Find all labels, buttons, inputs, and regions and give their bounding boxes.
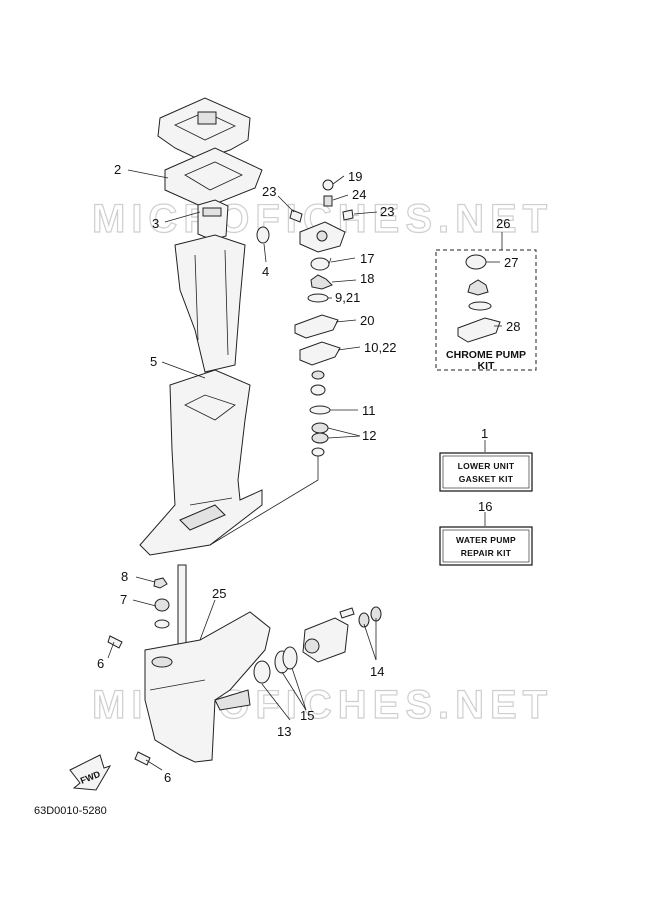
lower-unit-kit-line1: LOWER UNIT — [458, 461, 515, 471]
bolt-19 — [322, 179, 334, 191]
callout-6-upper: 6 — [97, 656, 104, 671]
upper-casing — [174, 234, 246, 373]
gasket-9-21 — [307, 293, 329, 303]
kit-impeller — [467, 279, 489, 296]
lower-unit-gasket-kit-box: LOWER UNIT GASKET KIT — [439, 440, 533, 492]
midsection-casing — [139, 369, 263, 556]
callout-11: 11 — [362, 403, 376, 418]
callout-28: 28 — [506, 319, 520, 334]
callout-26: 26 — [496, 216, 510, 231]
callout-7: 7 — [120, 592, 127, 607]
part-24 — [323, 195, 333, 207]
kit-cartridge-27 — [465, 254, 487, 270]
chrome-pump-kit-box: CHROME PUMP KIT — [435, 249, 537, 372]
bolt-6-upper — [107, 635, 123, 649]
diagram-code: 63D0010-5280 — [34, 805, 107, 817]
bolt-23-right — [342, 209, 354, 221]
callout-15: 15 — [300, 708, 314, 723]
bolt-6-lower — [134, 751, 151, 766]
gearcase — [144, 611, 271, 763]
gasket-13 — [253, 660, 271, 684]
water-pump-kit-line2: REPAIR KIT — [461, 548, 512, 558]
seals-14 — [358, 606, 382, 628]
callout-12: 12 — [362, 428, 376, 443]
callout-4: 4 — [262, 264, 269, 279]
prop-shaft-housing — [302, 617, 349, 663]
chrome-pump-kit-line2: KIT — [478, 360, 496, 372]
callout-23-left: 23 — [262, 184, 276, 199]
o-rings-15 — [274, 646, 298, 674]
gasket-2 — [164, 147, 263, 209]
callout-5: 5 — [150, 354, 157, 369]
bolt-23-left — [289, 209, 303, 223]
callout-20: 20 — [360, 313, 374, 328]
callout-27: 27 — [504, 255, 518, 270]
lower-unit-kit-line2: GASKET KIT — [459, 474, 514, 484]
impeller-18 — [310, 274, 333, 290]
callout-14: 14 — [370, 664, 384, 679]
callout-2: 2 — [114, 162, 121, 177]
water-pump-repair-kit-box: WATER PUMP REPAIR KIT — [439, 512, 533, 566]
top-cover-plate — [157, 97, 251, 161]
kit-gasket — [468, 301, 492, 311]
callout-19: 19 — [348, 169, 362, 184]
callout-1: 1 — [481, 426, 488, 441]
callout-18: 18 — [360, 271, 374, 286]
callout-16: 16 — [478, 499, 492, 514]
bolt-14-top — [339, 607, 355, 619]
o-ring-11 — [309, 405, 331, 415]
seal-4 — [256, 226, 270, 244]
nut-8 — [153, 577, 168, 589]
callout-8: 8 — [121, 569, 128, 584]
callout-9-21: 9,21 — [335, 290, 360, 305]
chrome-pump-kit-line1: CHROME PUMP — [446, 349, 526, 361]
insert-cartridge-17 — [310, 257, 330, 271]
callout-25: 25 — [212, 586, 226, 601]
kit-plate-28 — [457, 317, 501, 343]
bearing-stack — [310, 370, 326, 396]
pump-housing — [299, 221, 346, 253]
callouts: 2 3 4 5 23 19 24 23 17 18 9,21 20 10,22 … — [97, 162, 520, 785]
bushing-7 — [154, 598, 170, 629]
callout-6-lower: 6 — [164, 770, 171, 785]
outer-plate-20 — [294, 314, 339, 339]
washer — [311, 447, 325, 457]
gasket-10-22 — [299, 341, 341, 366]
drive-shaft — [177, 564, 187, 651]
part-3 — [197, 199, 229, 241]
water-pump-kit-line1: WATER PUMP — [456, 535, 516, 545]
seals-12 — [311, 422, 329, 444]
callout-10-22: 10,22 — [364, 340, 397, 355]
leader-line-midsection — [209, 455, 319, 546]
leader-lines — [107, 169, 503, 771]
callout-13: 13 — [277, 724, 291, 739]
callout-17: 17 — [360, 251, 374, 266]
fwd-arrow-icon: FWD — [69, 754, 112, 791]
callout-3: 3 — [152, 216, 159, 231]
callout-23-right: 23 — [380, 204, 394, 219]
callout-24: 24 — [352, 187, 366, 202]
